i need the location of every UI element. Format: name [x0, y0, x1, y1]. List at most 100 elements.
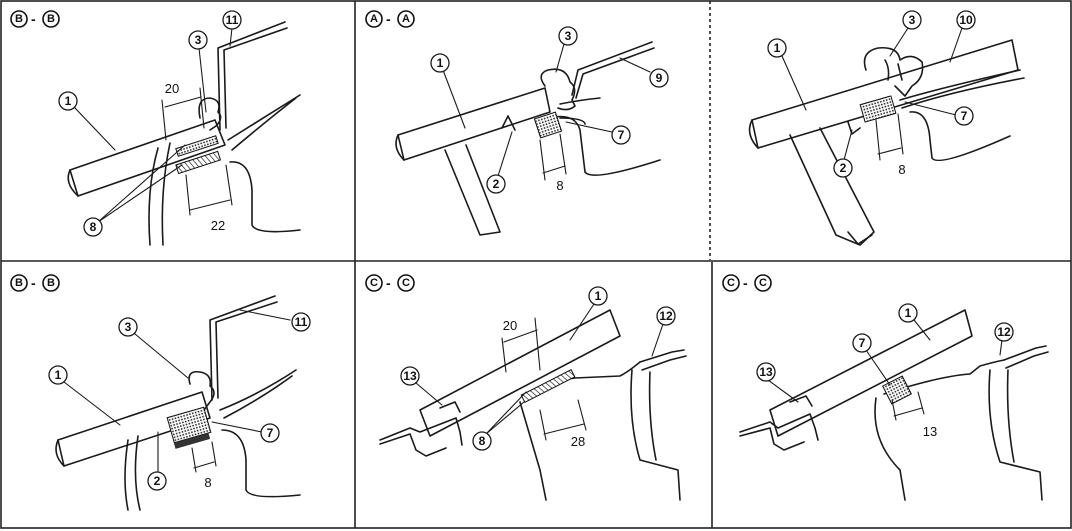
svg-text:-: -: [386, 275, 391, 291]
section-label: A - A: [365, 10, 415, 28]
svg-text:C: C: [759, 277, 767, 289]
body-panel-lower: [547, 115, 661, 176]
callout-3: 3: [902, 10, 922, 30]
glass-panel: [397, 87, 551, 161]
dim-line-8: [542, 165, 566, 174]
body-panel-left: [519, 361, 641, 501]
dim-ext: [199, 87, 205, 129]
body-panel-lower: [909, 111, 1011, 162]
svg-text:13: 13: [403, 369, 417, 383]
adhesive-bead: [520, 369, 576, 403]
body-panel-right: [630, 369, 681, 501]
dim-label-13: 13: [923, 424, 937, 439]
callout-12: 12: [994, 322, 1014, 342]
svg-text:2: 2: [493, 177, 500, 191]
dim-label-28: 28: [571, 434, 585, 449]
panel-a-a: A - A 8 1 3 9 7 2: [365, 10, 669, 236]
glass-panel: [751, 39, 1019, 149]
svg-text:1: 1: [437, 56, 444, 70]
svg-text:-: -: [743, 275, 748, 291]
glass-panel: [69, 119, 226, 197]
dim-line-22: [189, 199, 231, 211]
dim-line-8: [193, 461, 215, 469]
section-label: B - B: [10, 274, 60, 292]
dim-ext: [211, 441, 217, 467]
panel-b-b-bottom: B - B 8 1 3 11 7 2: [10, 274, 311, 511]
svg-text:11: 11: [226, 13, 239, 27]
leader-13: [767, 379, 799, 403]
leg-foot: [847, 231, 873, 245]
glass-panel: [769, 309, 973, 437]
svg-text:-: -: [386, 11, 391, 27]
dim-ext: [917, 391, 925, 415]
svg-text:7: 7: [618, 128, 625, 142]
svg-text:11: 11: [295, 315, 308, 329]
svg-text:12: 12: [659, 309, 673, 323]
dim-ext: [501, 337, 507, 373]
callout-7: 7: [852, 333, 872, 353]
leader-12: [999, 339, 1003, 356]
callout-3: 3: [118, 317, 138, 337]
svg-text:1: 1: [774, 41, 781, 55]
dim-label-8: 8: [556, 178, 563, 193]
panel-b-b-top: B - B 20 22 1 3: [10, 10, 301, 246]
leader-8b: [97, 164, 183, 223]
spacer-tape: [173, 433, 211, 449]
dim-ext: [539, 139, 546, 181]
support-leg: [789, 127, 875, 246]
glass-panel: [57, 391, 211, 467]
svg-text:B: B: [15, 277, 23, 289]
dim-ext: [539, 409, 547, 441]
callout-7: 7: [260, 423, 280, 443]
leader-3: [134, 333, 189, 379]
callout-11: 11: [291, 312, 311, 332]
leader-7: [904, 101, 957, 116]
callout-2: 2: [486, 174, 506, 194]
trim-bracket: [439, 401, 461, 413]
dim-ext: [897, 113, 904, 155]
leader-1: [74, 107, 116, 151]
dim-line-8: [877, 147, 902, 155]
dim-label-8: 8: [898, 162, 905, 177]
leader-11: [229, 27, 233, 47]
leader-3: [555, 43, 565, 73]
support-leg: [444, 144, 501, 236]
svg-text:1: 1: [595, 289, 602, 303]
dim-label-20: 20: [503, 318, 517, 333]
adhesive-bead: [881, 375, 913, 405]
dim-label-8: 8: [204, 475, 211, 490]
lower-trim: [379, 417, 463, 457]
svg-text:A: A: [402, 13, 410, 25]
svg-text:8: 8: [90, 220, 97, 234]
svg-text:B: B: [47, 277, 55, 289]
lower-trim: [739, 413, 819, 451]
body-panel-lower: [229, 161, 301, 233]
dim-ext: [185, 174, 191, 216]
callout-9: 9: [649, 68, 669, 88]
callout-11: 11: [222, 10, 242, 30]
leader-10: [949, 27, 963, 63]
dim-line-28: [543, 423, 585, 435]
svg-text:3: 3: [125, 320, 132, 334]
adhesive-bead: [859, 95, 897, 123]
callout-10: 10: [956, 10, 976, 30]
glass-edge: [748, 119, 759, 149]
body-panel-upper: [571, 41, 655, 99]
svg-text:1: 1: [65, 94, 72, 108]
svg-text:9: 9: [656, 71, 663, 85]
svg-text:C: C: [727, 277, 735, 289]
molding-seal: [863, 46, 924, 97]
trim-bracket: [847, 121, 861, 135]
svg-text:1: 1: [55, 368, 62, 382]
support-leg: [124, 435, 141, 511]
body-panel-left: [874, 359, 1005, 501]
svg-text:3: 3: [909, 13, 916, 27]
body-flange: [559, 97, 601, 105]
leader-7: [565, 121, 613, 133]
body-panel-lower: [221, 429, 301, 498]
leader-1: [442, 69, 466, 129]
callout-3: 3: [188, 30, 208, 50]
svg-text:3: 3: [565, 29, 572, 43]
leader-7: [211, 421, 263, 433]
